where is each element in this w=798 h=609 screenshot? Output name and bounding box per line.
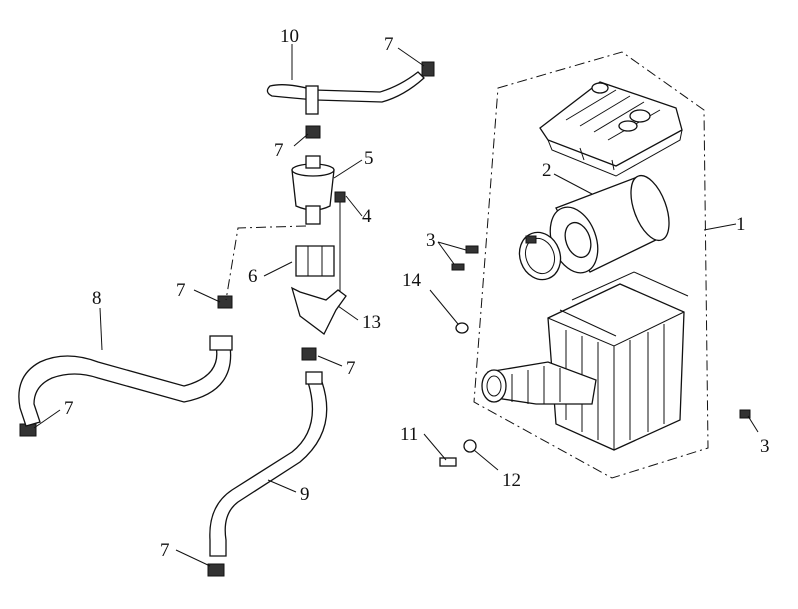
callout-5: 5 — [364, 148, 374, 169]
intake-boot — [481, 361, 597, 405]
callout-1: 1 — [736, 214, 746, 235]
callout-14: 14 — [402, 270, 422, 291]
bolt-4 — [334, 191, 346, 296]
callout-7-top-right: 7 — [384, 34, 394, 55]
breather-hose-10 — [266, 71, 425, 115]
grommet-14 — [455, 322, 469, 334]
filter-clamp — [518, 231, 562, 281]
airbox-cover — [539, 81, 683, 177]
callout-10: 10 — [280, 26, 299, 47]
airbox-housing — [547, 271, 689, 451]
clamp-7-top-right — [421, 61, 435, 77]
callout-7-middle: 7 — [346, 358, 356, 379]
callout-7-far-left: 7 — [64, 398, 74, 419]
callout-12: 12 — [502, 470, 521, 491]
bolt-11 — [439, 457, 457, 467]
callout-8: 8 — [92, 288, 102, 309]
breather-hose-9 — [209, 371, 328, 557]
callout-9: 9 — [300, 484, 310, 505]
callout-3-right: 3 — [760, 436, 770, 457]
bolt-3-right — [739, 409, 751, 419]
callout-6: 6 — [248, 266, 258, 287]
airbox-assembly-outline — [473, 51, 709, 479]
routing-line-8 — [225, 225, 307, 301]
callout-7-upper: 7 — [274, 140, 284, 161]
clamp-7-left — [217, 295, 233, 309]
callout-2: 2 — [542, 160, 552, 181]
callout-7-left: 7 — [176, 280, 186, 301]
leader-lines — [33, 44, 759, 567]
callout-7-bottom: 7 — [160, 540, 170, 561]
washer-12 — [463, 439, 477, 453]
breather-hose-8 — [18, 335, 233, 427]
clamp-7-middle — [301, 347, 317, 361]
clip-6 — [295, 245, 335, 277]
air-filter-element — [549, 174, 670, 274]
callout-4: 4 — [362, 206, 372, 227]
clamp-7-bottom — [207, 563, 225, 577]
callout-13: 13 — [362, 312, 381, 333]
clamp-7-upper — [305, 125, 321, 139]
callout-3-upper: 3 — [426, 230, 436, 251]
bracket-13 — [290, 286, 347, 335]
breather-filter-5 — [291, 155, 335, 225]
callout-11: 11 — [400, 424, 418, 445]
